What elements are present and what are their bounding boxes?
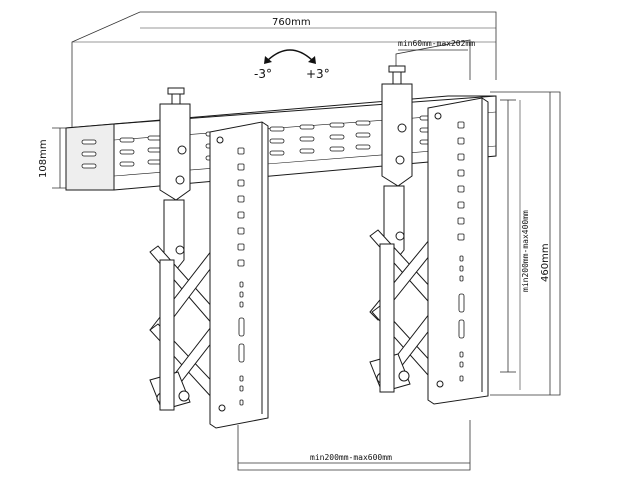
tilt-indicator: -3° +3° — [254, 49, 330, 81]
vertical-pattern-label: min200mm-max400mm — [521, 210, 530, 292]
right-vertical-bar — [427, 97, 489, 405]
tilt-negative-label: -3° — [254, 67, 272, 81]
tilt-positive-label: +3° — [306, 67, 330, 81]
dimension-lines — [52, 11, 561, 471]
overall-width-label: 760mm — [272, 17, 311, 28]
left-vertical-bar — [209, 121, 269, 429]
horizontal-pattern-label: min200mm-max600mm — [310, 453, 392, 462]
arm-offset-label: min60mm-max202mm — [398, 39, 475, 48]
left-arm-assembly — [149, 87, 227, 411]
rail-height-label: 108mm — [38, 139, 49, 178]
overall-height-label: 460mm — [540, 243, 551, 282]
